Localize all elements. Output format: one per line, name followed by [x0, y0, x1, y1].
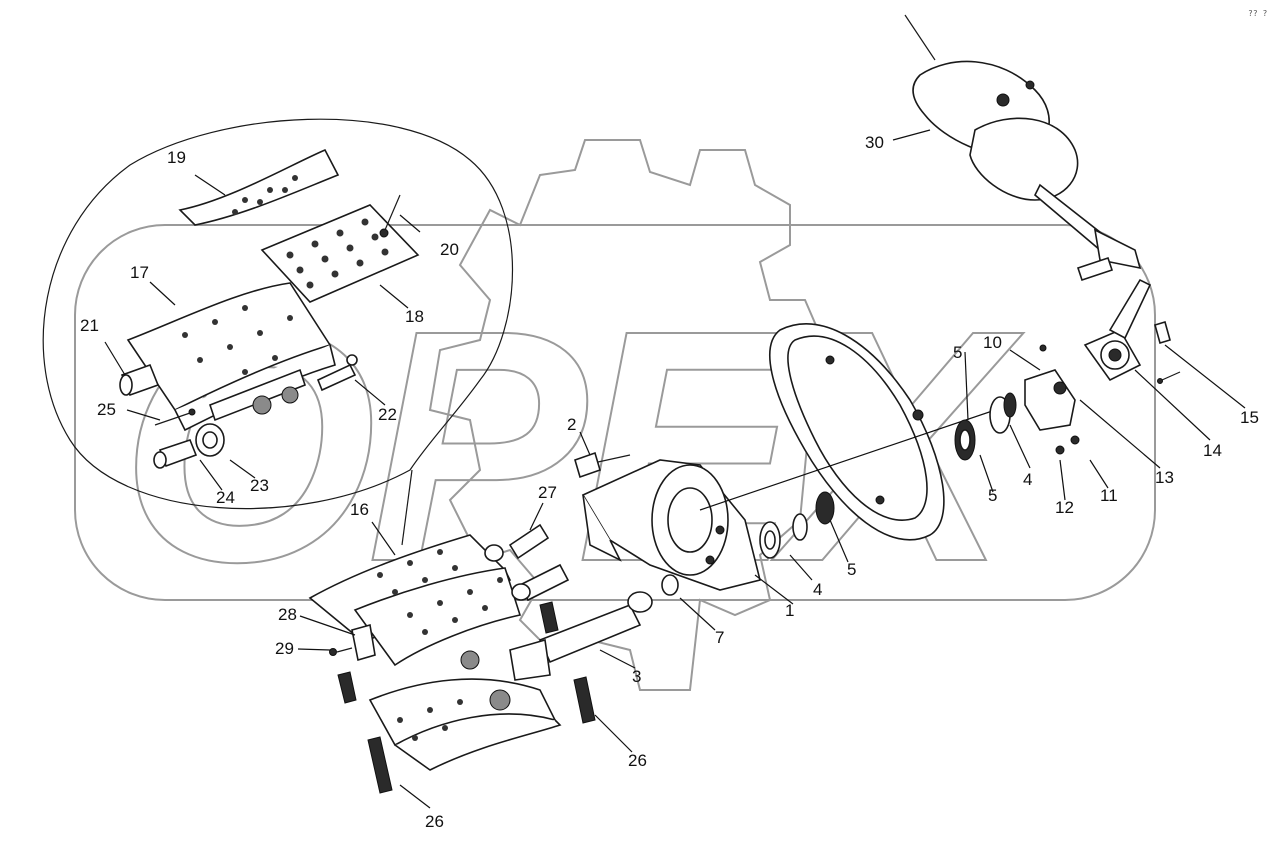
callout-26-right: 26 — [628, 751, 647, 770]
slack-adjuster — [1024, 278, 1181, 455]
callouts: 1 2 3 4 4 5 5 5 7 10 11 12 13 14 15 16 1… — [80, 133, 1259, 831]
camshaft-3 — [509, 591, 653, 681]
callout-18: 18 — [405, 307, 424, 326]
brake-chamber-30 — [904, 14, 1142, 282]
callout-10: 10 — [983, 333, 1002, 352]
inset-brake-shoe-17 — [126, 282, 336, 432]
brake-shoe-16 — [308, 534, 562, 771]
spring-26-left — [337, 671, 393, 794]
washer-29 — [329, 647, 353, 656]
callout-15: 15 — [1240, 408, 1259, 427]
inset-lining-19 — [178, 148, 340, 226]
callout-28: 28 — [278, 605, 297, 624]
seal-5-upper — [954, 419, 976, 461]
callout-22: 22 — [378, 405, 397, 424]
callout-26-left: 26 — [425, 812, 444, 831]
washer-7 — [661, 574, 679, 596]
seal-4-upper — [989, 392, 1017, 434]
callout-27: 27 — [538, 483, 557, 502]
callout-5-lower: 5 — [847, 560, 856, 579]
callout-19: 19 — [167, 148, 186, 167]
callout-2: 2 — [567, 415, 576, 434]
washer-5-lower — [792, 491, 835, 541]
callout-12: 12 — [1055, 498, 1074, 517]
corner-mark: ?? ? — [1248, 9, 1267, 18]
inset-roller-21 — [119, 363, 160, 397]
callout-5-mid: 5 — [988, 486, 997, 505]
leader-lines — [104, 129, 1246, 809]
callout-16: 16 — [350, 500, 369, 519]
callout-13: 13 — [1155, 468, 1174, 487]
inset-pin-22 — [316, 354, 358, 392]
callout-23: 23 — [250, 476, 269, 495]
callout-24: 24 — [216, 488, 235, 507]
inset-rivet-20 — [379, 194, 401, 238]
watermark-gear — [428, 139, 820, 691]
inset-outline — [42, 118, 513, 510]
callout-30: 30 — [865, 133, 884, 152]
dust-shield — [769, 323, 945, 541]
spring-26-right — [539, 601, 596, 724]
callout-21: 21 — [80, 316, 99, 335]
roller-27 — [484, 523, 570, 602]
callout-17: 17 — [130, 263, 149, 282]
callout-1: 1 — [785, 601, 794, 620]
callout-14: 14 — [1203, 441, 1222, 460]
inset-lining-18 — [260, 204, 420, 303]
axis-line — [699, 404, 1011, 511]
callout-4-lower: 4 — [813, 580, 822, 599]
watermark-frame — [74, 224, 1156, 601]
callout-7: 7 — [715, 628, 724, 647]
inset-pointer — [401, 469, 413, 546]
callout-3: 3 — [632, 667, 641, 686]
bracket-1 — [581, 459, 761, 591]
inset-pin-24 — [153, 439, 198, 469]
inset-screw-25 — [154, 408, 196, 426]
callout-11: 11 — [1100, 486, 1118, 505]
seal-4-lower — [759, 521, 781, 559]
callout-20: 20 — [440, 240, 459, 259]
inset-bushing-23 — [195, 423, 225, 457]
bolt-2 — [574, 451, 631, 479]
pin-28 — [351, 623, 376, 662]
callout-5-top: 5 — [953, 343, 962, 362]
callout-25: 25 — [97, 400, 116, 419]
callout-4-upper: 4 — [1023, 470, 1032, 489]
callout-29: 29 — [275, 639, 294, 658]
